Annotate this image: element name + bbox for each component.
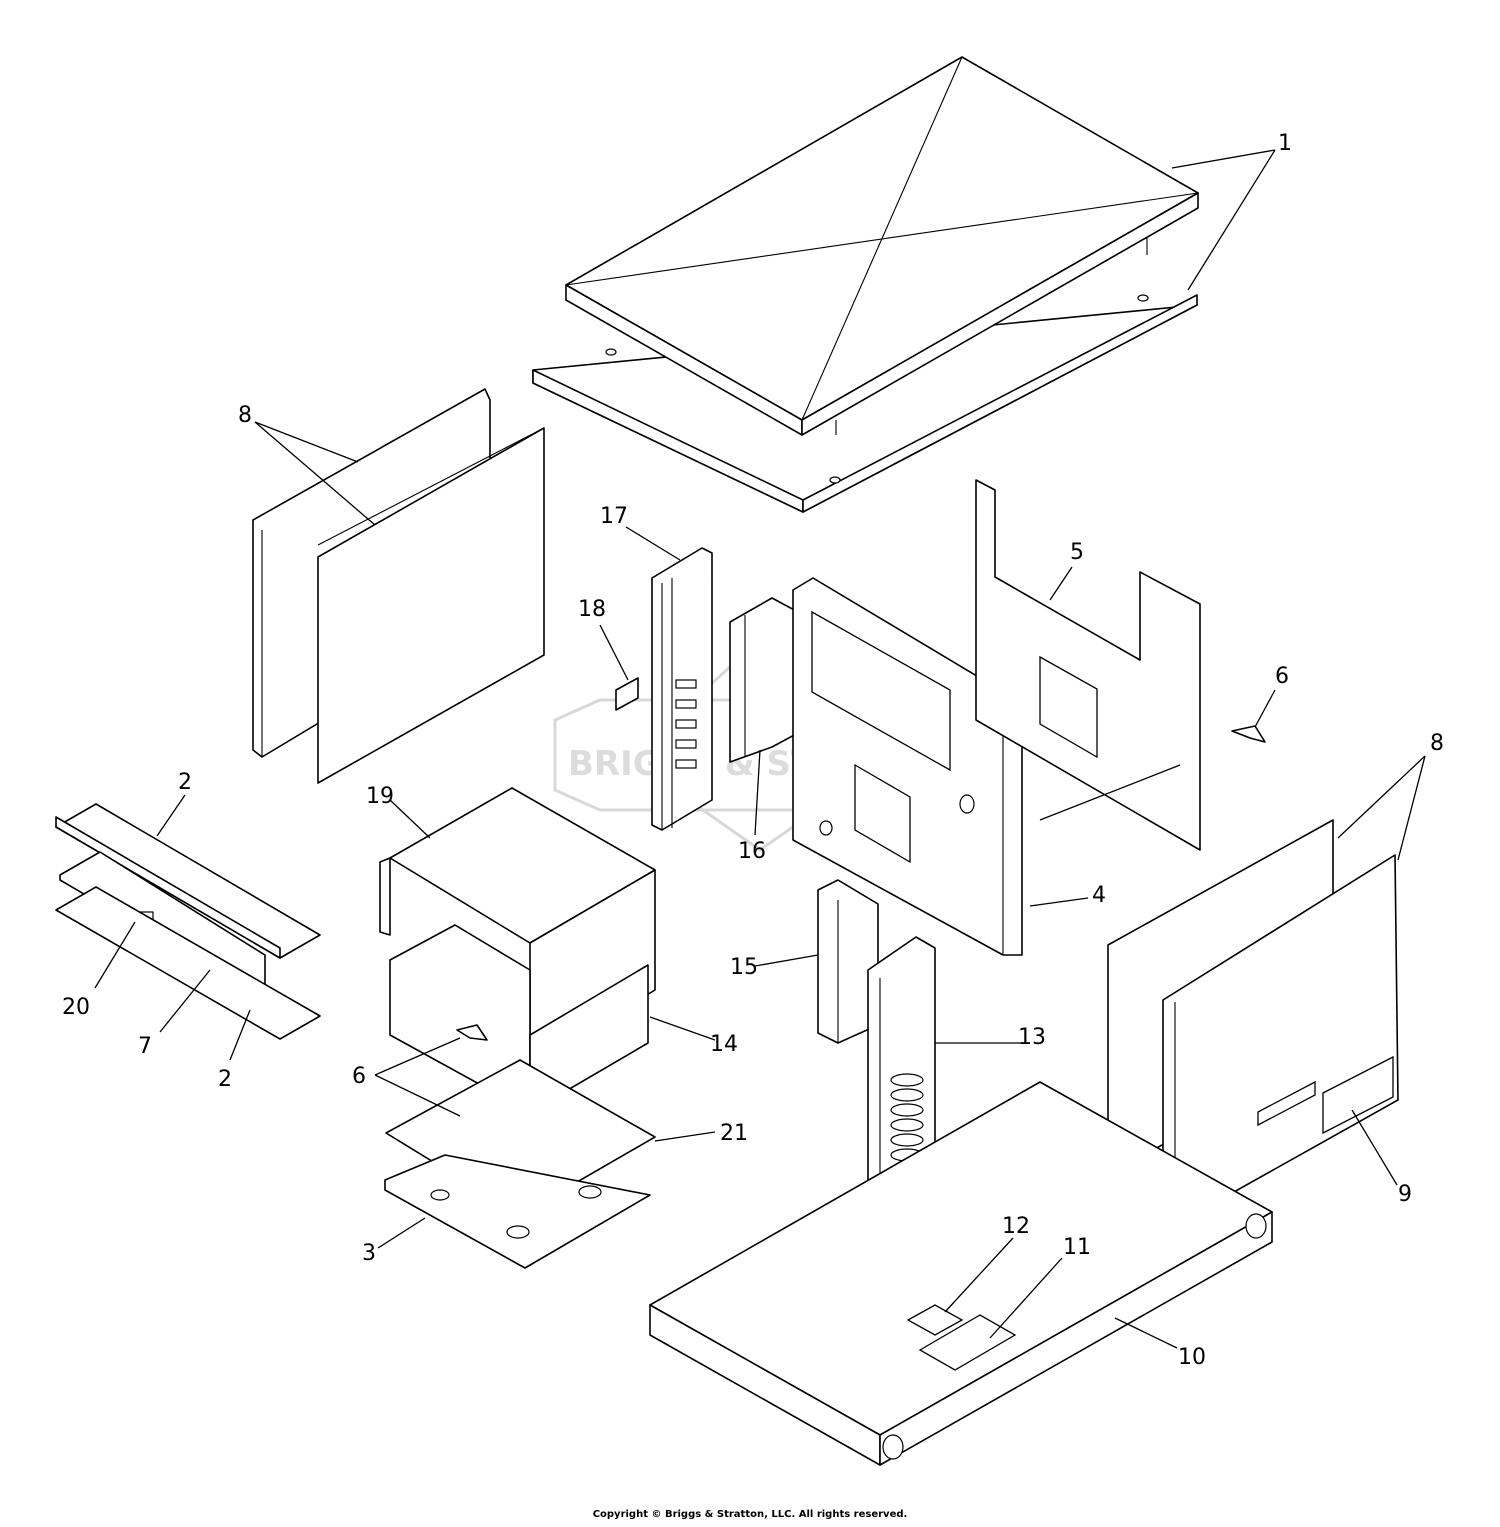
left-door-panel	[317, 427, 545, 784]
leader-lines	[94, 149, 1426, 1349]
door-handle	[1257, 1080, 1316, 1127]
part-2-7-20-louver-assembly	[55, 803, 321, 1040]
callout-18: 18	[578, 597, 606, 622]
part-12-label	[906, 1304, 964, 1336]
callout-13: 13	[1018, 1025, 1046, 1050]
part-6-latch-left	[456, 1024, 488, 1041]
callout-8-right: 8	[1430, 731, 1444, 756]
part-5-rear-panel	[975, 479, 1201, 851]
callout-16: 16	[738, 839, 766, 864]
part-3-base-tray	[384, 1154, 651, 1269]
part-16-bracket	[729, 597, 799, 763]
part-1-roof-assembly	[532, 56, 1199, 513]
callout-10: 10	[1178, 1345, 1206, 1370]
callout-2-top: 2	[178, 770, 192, 795]
callout-2-bottom: 2	[218, 1067, 232, 1092]
part-6-latch-right	[1231, 725, 1266, 743]
callout-20: 20	[62, 995, 90, 1020]
part-11-label	[918, 1314, 1017, 1371]
callout-3: 3	[362, 1241, 376, 1266]
callout-7: 7	[138, 1034, 152, 1059]
callout-labels: 1 2 2 3 4 5 6 6 7 8 8 9 10 11 12 13 14 1…	[62, 131, 1444, 1370]
callout-14: 14	[710, 1032, 738, 1057]
callout-1: 1	[1278, 131, 1292, 156]
roof-cap-side-edge	[801, 192, 1199, 436]
callout-6-right: 6	[1275, 664, 1289, 689]
part-14-enclosure-lower	[389, 924, 649, 1113]
part-4-center-panel	[792, 577, 1023, 956]
part-17-control-panel-bracket	[651, 547, 713, 831]
callout-4: 4	[1092, 883, 1106, 908]
part-9-label	[1322, 1055, 1394, 1135]
part-13-louver-column	[867, 936, 936, 1219]
callout-19: 19	[366, 784, 394, 809]
part-10-base-frame	[649, 1081, 1273, 1466]
callout-21: 21	[720, 1121, 748, 1146]
callout-5: 5	[1070, 540, 1084, 565]
callout-8-left: 8	[238, 403, 252, 428]
callout-15: 15	[730, 955, 758, 980]
callout-12: 12	[1002, 1214, 1030, 1239]
part-18-decal	[615, 677, 639, 711]
callout-11: 11	[1063, 1235, 1091, 1260]
callout-9: 9	[1398, 1182, 1412, 1207]
copyright-notice: Copyright © Briggs & Stratton, LLC. All …	[592, 1509, 908, 1520]
roof-panel-side	[802, 294, 1198, 513]
part-8-right-door-panels	[1107, 819, 1399, 1226]
callout-6-left: 6	[352, 1064, 366, 1089]
part-8-left-door-panels	[252, 388, 545, 784]
callout-17: 17	[600, 504, 628, 529]
